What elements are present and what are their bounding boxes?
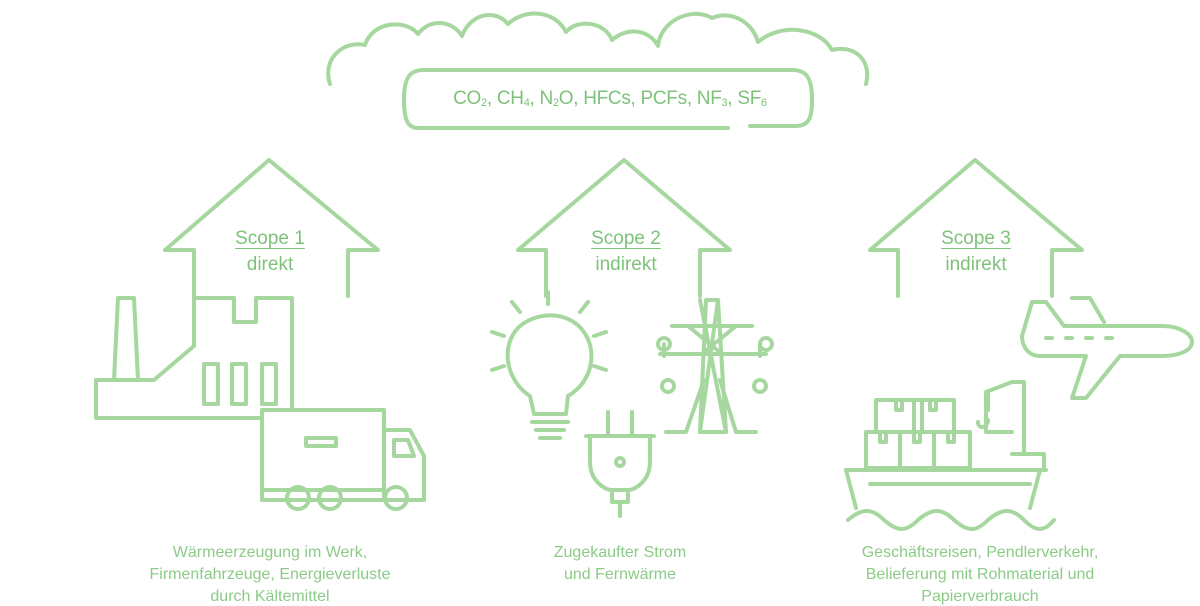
scope-3-label: Scope 3 indirekt (896, 226, 1056, 278)
scope-3-caption: Geschäftsreisen, Pendlerverkehr, Beliefe… (861, 544, 1099, 605)
gas-pcfs: PCFs (640, 88, 688, 109)
gas-ch4: CH4 (496, 88, 530, 109)
scope-3-house-icon (868, 158, 1084, 298)
light-bulb-icon (490, 290, 608, 440)
gas-nf3: NF3 (696, 88, 728, 109)
airplane-icon (1020, 296, 1194, 400)
scope-1-house-icon (163, 158, 380, 298)
scope-2-title: Scope 2 (591, 228, 661, 249)
scope-1-caption: Wärmeerzeugung im Werk, Firmenfahrzeuge,… (149, 544, 391, 605)
gas-n2o: N2O (539, 88, 574, 109)
scope-1-label: Scope 1 direkt (190, 226, 350, 278)
power-plug-icon (584, 410, 656, 518)
factory-icon (94, 296, 294, 420)
scope-2-label: Scope 2 indirekt (546, 226, 706, 278)
truck-icon (260, 408, 426, 511)
scope-2-subtitle: indirekt (595, 254, 657, 275)
power-pylon-icon (656, 298, 774, 434)
scope-1-title: Scope 1 (235, 228, 305, 249)
gas-co2: CO2 (453, 88, 487, 109)
scope-2-house-icon (516, 158, 732, 298)
scope-2-caption: Zugekaufter Strom und Fernwärme (553, 544, 687, 583)
scope-1-subtitle: direkt (246, 254, 294, 275)
gas-sf6: SF6 (737, 88, 767, 109)
scope-3-title: Scope 3 (941, 228, 1011, 249)
gases-label: CO2, CH4, N2O, HFCs, PCFs, NF3, SF6 (453, 88, 767, 109)
cloud-icon (326, 11, 870, 130)
cargo-ship-icon (844, 380, 1056, 531)
scope-3-subtitle: indirekt (945, 254, 1007, 275)
gas-hfcs: HFCs (583, 88, 631, 109)
